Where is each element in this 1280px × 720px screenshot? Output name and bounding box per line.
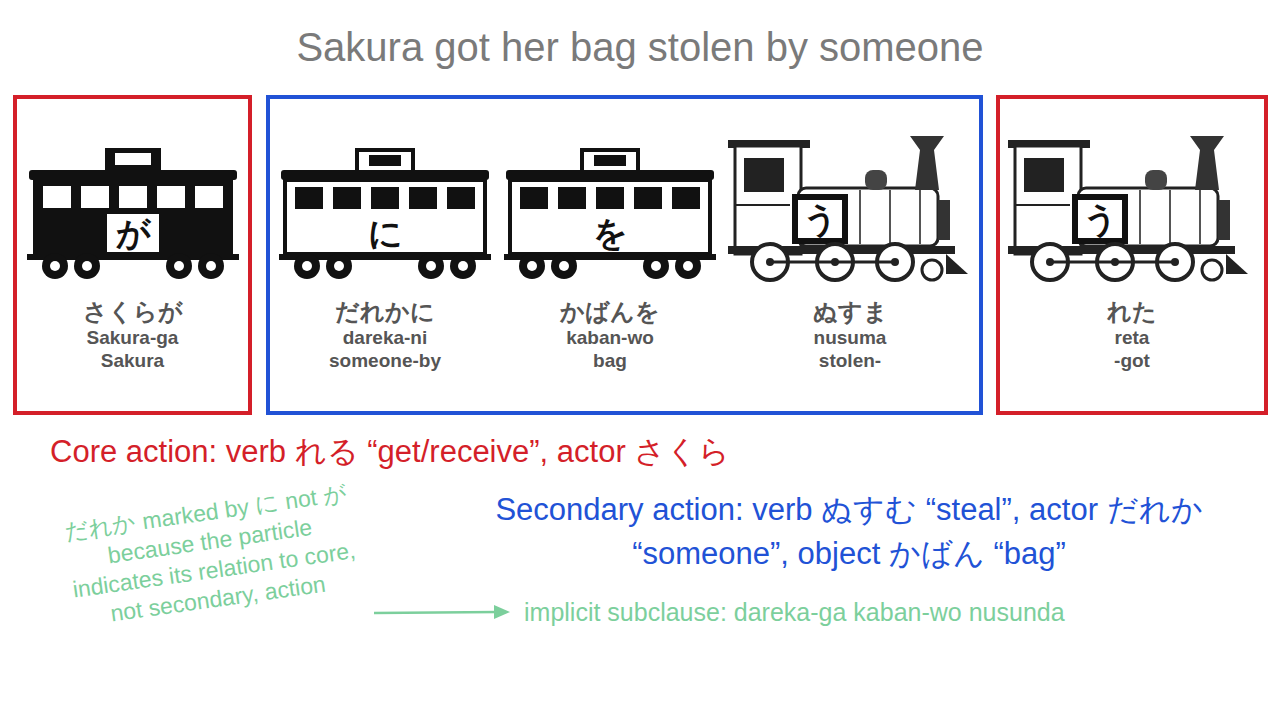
gloss: -got xyxy=(1000,349,1264,372)
annotation-line: implicit subclause: dareka-ga kaban-wo n… xyxy=(524,596,1264,628)
kana-word: れた xyxy=(1000,298,1264,326)
particle-kana: が xyxy=(116,216,151,250)
locomotive-icon xyxy=(728,136,968,280)
particle-kana: う xyxy=(1083,202,1118,236)
caption-stack: れたreta-got xyxy=(1000,298,1264,372)
kana-word: だれかに xyxy=(280,298,490,326)
kana-word: ぬすま xyxy=(740,298,960,326)
particle-kana: に xyxy=(368,216,403,250)
caption-stack: さくらがSakura-gaSakura xyxy=(17,298,248,372)
side-note: だれか marked by に not が because the partic… xyxy=(55,478,368,635)
train-unit: うぬすまnusumastolen- xyxy=(740,110,960,402)
annotation-line: Secondary action: verb ぬすむ “steal”, acto… xyxy=(420,488,1278,576)
leader-arrow xyxy=(374,605,510,619)
romaji: kaban-wo xyxy=(505,326,715,349)
caption-stack: だれかにdareka-nisomeone-by xyxy=(280,298,490,372)
wagon-icon xyxy=(279,150,491,279)
kana-word: さくらが xyxy=(17,298,248,326)
romaji: reta xyxy=(1000,326,1264,349)
particle-kana: う xyxy=(803,202,838,236)
diagram-title: Sakura got her bag stolen by someone xyxy=(0,24,1280,70)
gloss: Sakura xyxy=(17,349,248,372)
caption-stack: ぬすまnusumastolen- xyxy=(740,298,960,372)
gloss: stolen- xyxy=(740,349,960,372)
kana-word: かばんを xyxy=(505,298,715,326)
romaji: dareka-ni xyxy=(280,326,490,349)
gloss: someone-by xyxy=(280,349,490,372)
locomotive-icon xyxy=(1008,136,1248,280)
frame-box: がさくらがSakura-gaSakura xyxy=(13,95,252,415)
annotation-line: Core action: verb れる “get/receive”, acto… xyxy=(50,432,1150,472)
caption-stack: かばんをkaban-wobag xyxy=(505,298,715,372)
train-unit: にだれかにdareka-nisomeone-by xyxy=(280,110,490,402)
caboose-icon xyxy=(27,148,239,279)
particle-kana: を xyxy=(593,216,628,250)
frame-box: にだれかにdareka-nisomeone-byをかばんをkaban-wobag… xyxy=(266,95,983,415)
frame-box: うれたreta-got xyxy=(996,95,1268,415)
train-unit: をかばんをkaban-wobag xyxy=(505,110,715,402)
romaji: Sakura-ga xyxy=(17,326,248,349)
gloss: bag xyxy=(505,349,715,372)
romaji: nusuma xyxy=(740,326,960,349)
wagon-icon xyxy=(504,150,716,279)
